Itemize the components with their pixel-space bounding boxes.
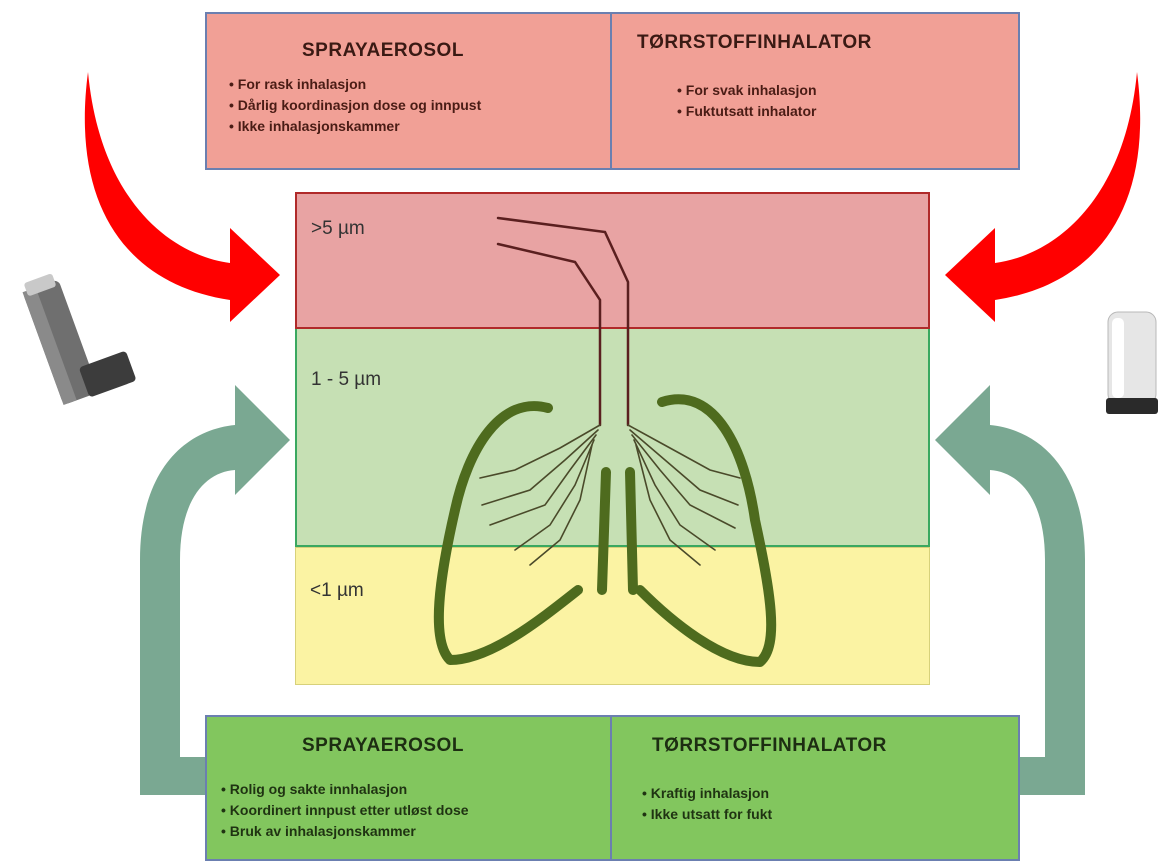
list-item: Rolig og sakte innhalasjon [221, 779, 600, 800]
list-item: Bruk av inhalasjonskammer [221, 821, 600, 842]
list-item: Kraftig inhalasjon [642, 783, 1008, 804]
good-technique-panel: SPRAYAEROSOL Rolig og sakte innhalasjon … [205, 715, 1020, 861]
good-dry-title: TØRRSTOFFINHALATOR [622, 735, 1008, 757]
good-dry-column: TØRRSTOFFINHALATOR Kraftig inhalasjon Ik… [612, 717, 1018, 859]
good-spray-column: SPRAYAEROSOL Rolig og sakte innhalasjon … [207, 717, 612, 859]
list-item: Koordinert innpust etter utløst dose [221, 800, 600, 821]
good-spray-list: Rolig og sakte innhalasjon Koordinert in… [217, 779, 600, 842]
list-item: Ikke utsatt for fukt [642, 804, 1008, 825]
good-dry-list: Kraftig inhalasjon Ikke utsatt for fukt [622, 783, 1008, 825]
good-spray-title: SPRAYAEROSOL [217, 735, 600, 757]
